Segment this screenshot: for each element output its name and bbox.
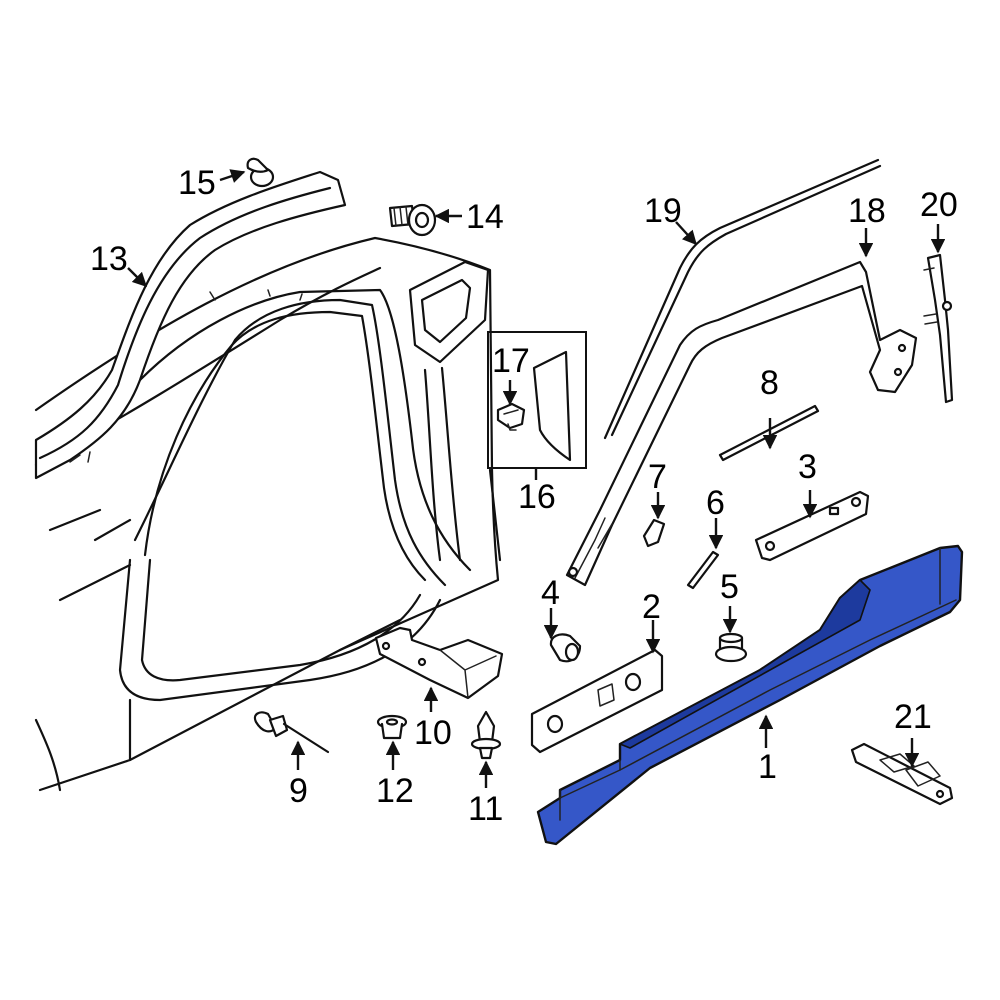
push-pin bbox=[470, 710, 502, 760]
callout-10: 10 bbox=[414, 714, 452, 752]
seal-strip bbox=[686, 550, 720, 590]
callout-14: 14 bbox=[466, 198, 504, 236]
pad bbox=[642, 518, 666, 548]
nut bbox=[549, 633, 582, 663]
callout-9: 9 bbox=[289, 772, 308, 810]
door-frame-molding bbox=[565, 260, 918, 587]
leader-arrows bbox=[127, 169, 946, 788]
callout-17: 17 bbox=[492, 342, 530, 380]
applique-clip bbox=[496, 402, 526, 430]
arrow-19 bbox=[675, 221, 697, 246]
rivet bbox=[253, 711, 330, 754]
applique-kit-box bbox=[487, 331, 587, 469]
splash-shield bbox=[374, 626, 504, 700]
callout-8: 8 bbox=[760, 364, 779, 402]
callout-7: 7 bbox=[648, 458, 667, 496]
callout-16: 16 bbox=[518, 478, 556, 516]
callout-5: 5 bbox=[720, 568, 739, 606]
rivet-nut bbox=[246, 157, 275, 188]
body-side-panel bbox=[34, 236, 502, 792]
callout-labels: 1 2 3 4 5 6 7 8 9 10 11 12 13 14 15 16 1… bbox=[90, 164, 958, 828]
callout-2: 2 bbox=[642, 588, 661, 626]
callout-15: 15 bbox=[178, 164, 216, 202]
callout-11: 11 bbox=[468, 790, 503, 828]
arrow-15 bbox=[219, 169, 246, 183]
callout-20: 20 bbox=[920, 186, 958, 224]
callout-13: 13 bbox=[90, 240, 128, 278]
callout-3: 3 bbox=[798, 448, 817, 486]
rear-bracket bbox=[754, 490, 870, 562]
bolt bbox=[388, 203, 437, 237]
arrow-13 bbox=[127, 267, 148, 288]
grommet bbox=[714, 632, 748, 663]
clip bbox=[376, 714, 408, 740]
rocker-molding bbox=[536, 544, 964, 846]
callout-12: 12 bbox=[376, 772, 414, 810]
callout-19: 19 bbox=[644, 192, 682, 230]
callout-18: 18 bbox=[848, 192, 886, 230]
callout-4: 4 bbox=[541, 574, 560, 612]
roof-rail-molding bbox=[34, 170, 347, 480]
callout-1: 1 bbox=[758, 748, 777, 786]
callout-21: 21 bbox=[894, 698, 932, 736]
callout-6: 6 bbox=[706, 484, 725, 522]
pillar-molding bbox=[923, 253, 954, 404]
end-cap bbox=[850, 742, 954, 806]
